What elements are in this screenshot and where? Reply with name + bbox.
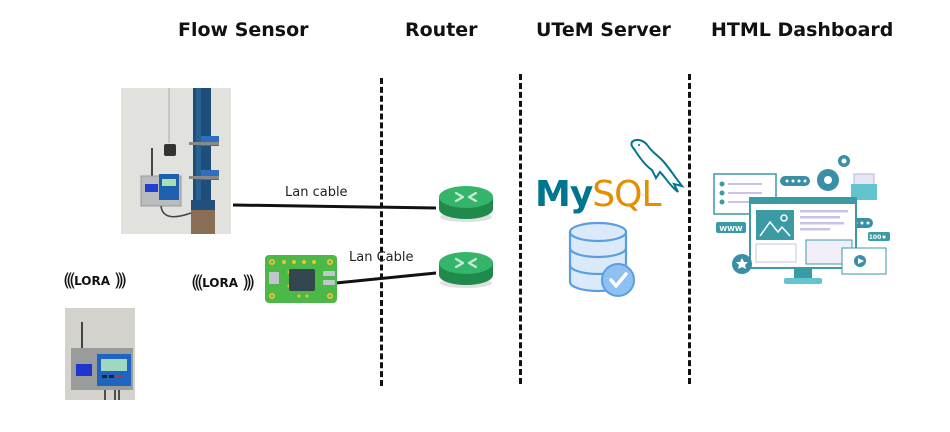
lora-label-right: LORA (202, 275, 239, 290)
lan-cable-top (232, 203, 437, 210)
database-check-icon (566, 220, 638, 303)
router-icon (439, 252, 493, 288)
router-top (436, 183, 496, 230)
router-bottom (436, 249, 496, 296)
divider-sensor-router (380, 78, 383, 386)
router-icon (439, 186, 493, 222)
heading-html-dashboard: HTML Dashboard (711, 19, 894, 41)
flow-sensor-photo (121, 88, 231, 234)
divider-router-server (519, 74, 522, 384)
lora-gateway-board (265, 255, 339, 310)
cable-label-top: Lan cable (285, 185, 348, 200)
likes-count: 100 (869, 234, 882, 241)
mysql-dolphin-icon (626, 136, 688, 203)
heading-router: Router (405, 19, 478, 41)
lora-label-left: LORA (74, 273, 111, 288)
divider-server-dashboard (688, 74, 691, 384)
mysql-logo: MySQL (535, 174, 662, 215)
lan-cable-bottom (335, 271, 437, 285)
mysql-logo-sql: SQL (592, 174, 661, 215)
heading-flow-sensor: Flow Sensor (178, 19, 309, 41)
cable-label-bottom: Lan Cable (349, 250, 414, 265)
heading-utem-server: UTeM Server (536, 19, 671, 41)
www-label: WWW (719, 225, 742, 233)
dashboard-illustration: WWW 100 (708, 152, 893, 295)
mysql-logo-my: My (535, 174, 593, 215)
lora-node-photo (65, 308, 135, 400)
